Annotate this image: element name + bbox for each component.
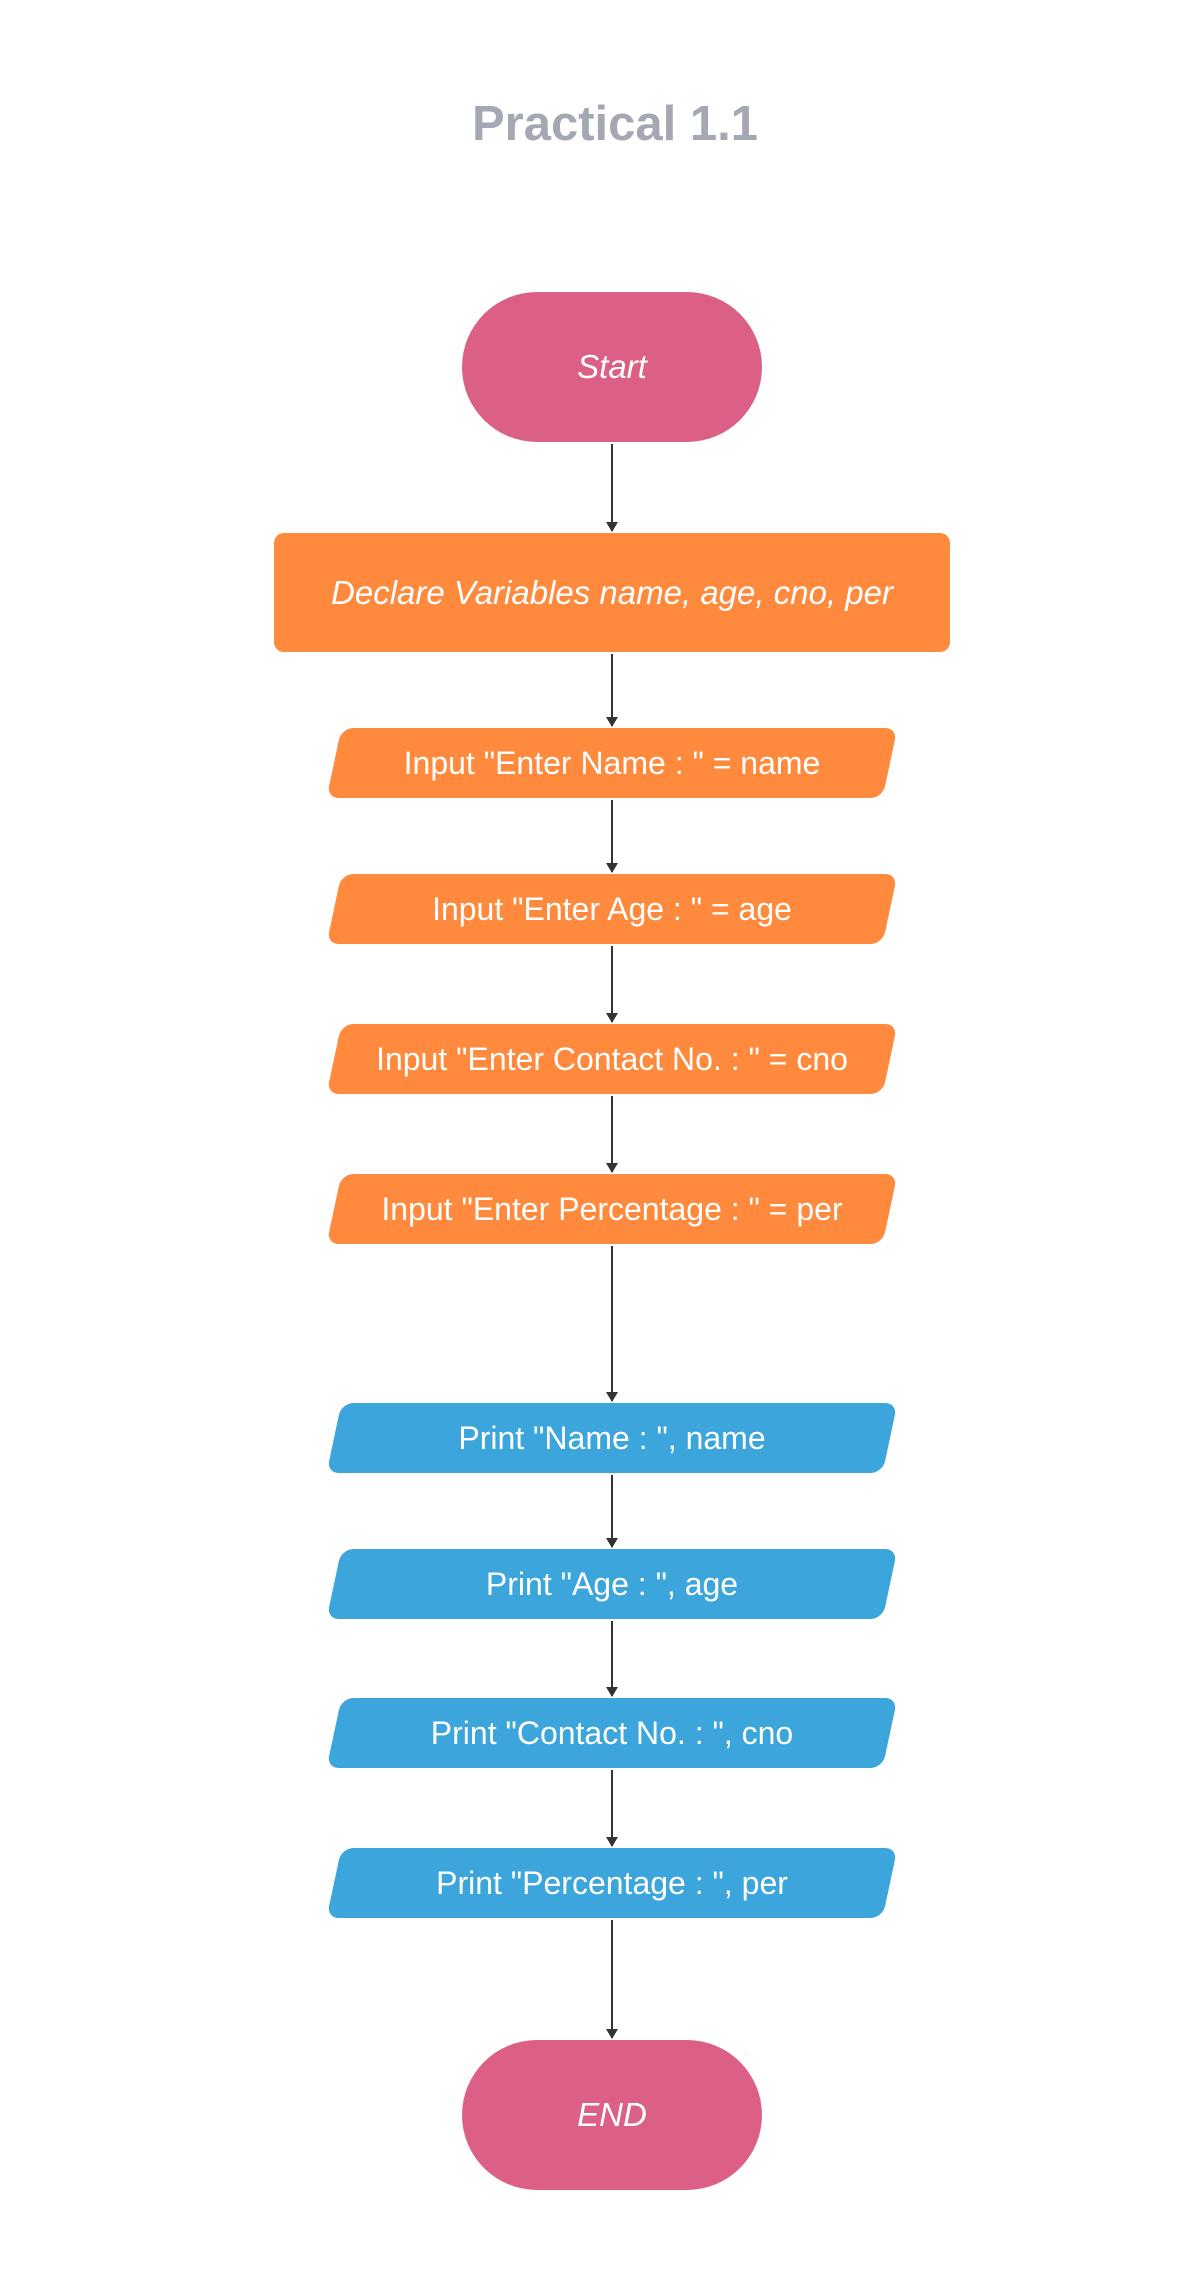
input-age-label: Input "Enter Age : " = age: [432, 890, 792, 927]
input-contact-box: Input "Enter Contact No. : " = cno: [326, 1024, 898, 1094]
declare-variables-process: Declare Variables name, age, cno, per: [274, 533, 950, 652]
print-contact-box: Print "Contact No. : ", cno: [326, 1698, 898, 1768]
declare-label: Declare Variables name, age, cno, per: [331, 573, 893, 611]
print-percentage-box: Print "Percentage : ", per: [326, 1848, 898, 1918]
start-label: Start: [577, 348, 647, 385]
input-name-box: Input "Enter Name : " = name: [326, 728, 898, 798]
print-contact-label: Print "Contact No. : ", cno: [430, 1714, 794, 1751]
input-name-label: Input "Enter Name : " = name: [403, 744, 821, 781]
end-terminal: END: [462, 2040, 762, 2190]
input-percentage-box: Input "Enter Percentage : " = per: [326, 1174, 898, 1244]
print-name-label: Print "Name : ", name: [458, 1419, 766, 1456]
end-label: END: [577, 2096, 647, 2133]
print-age-label: Print "Age : ", age: [485, 1565, 739, 1602]
print-age-box: Print "Age : ", age: [326, 1549, 898, 1619]
print-percentage-label: Print "Percentage : ", per: [436, 1864, 788, 1901]
start-terminal: Start: [462, 292, 762, 442]
print-name-box: Print "Name : ", name: [326, 1403, 898, 1473]
input-contact-label: Input "Enter Contact No. : " = cno: [376, 1040, 848, 1077]
input-percentage-label: Input "Enter Percentage : " = per: [381, 1190, 843, 1227]
input-age-box: Input "Enter Age : " = age: [326, 874, 898, 944]
diagram-title: Practical 1.1: [471, 97, 759, 151]
